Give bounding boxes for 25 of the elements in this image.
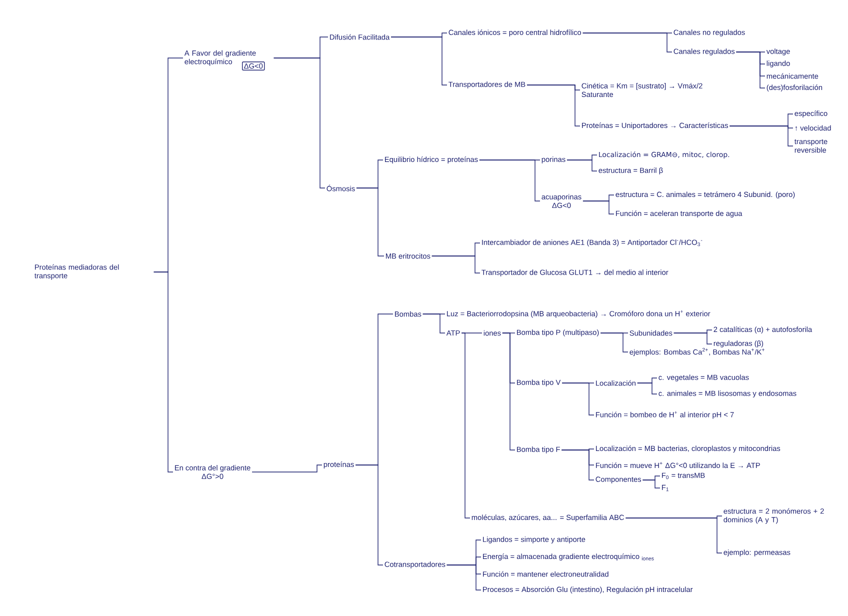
bracket-line	[600, 332, 628, 352]
bracket-line	[273, 58, 326, 188]
bracket-line	[422, 314, 446, 334]
bracket-line	[479, 160, 540, 202]
bracket-line	[566, 160, 598, 172]
bracket-line	[637, 382, 658, 394]
bracket-line	[562, 382, 594, 416]
bracket-line	[582, 200, 614, 214]
bracket-line	[446, 564, 482, 590]
bracket-line	[561, 450, 594, 480]
bracket-line	[625, 518, 722, 554]
bracket-line	[736, 52, 766, 88]
bracket-line	[673, 332, 712, 344]
bracket-line	[153, 272, 174, 472]
bracket-line	[502, 332, 516, 450]
bracket-line	[355, 464, 384, 566]
bracket-line	[356, 188, 384, 256]
bracket-line	[729, 126, 794, 146]
bracket-line	[642, 480, 660, 488]
bracket-line	[252, 464, 322, 472]
bracket-line	[461, 332, 470, 518]
bracket-line	[526, 84, 580, 126]
bracket-line	[390, 36, 448, 86]
bracket-line	[582, 32, 672, 52]
bracket-line	[432, 256, 480, 274]
